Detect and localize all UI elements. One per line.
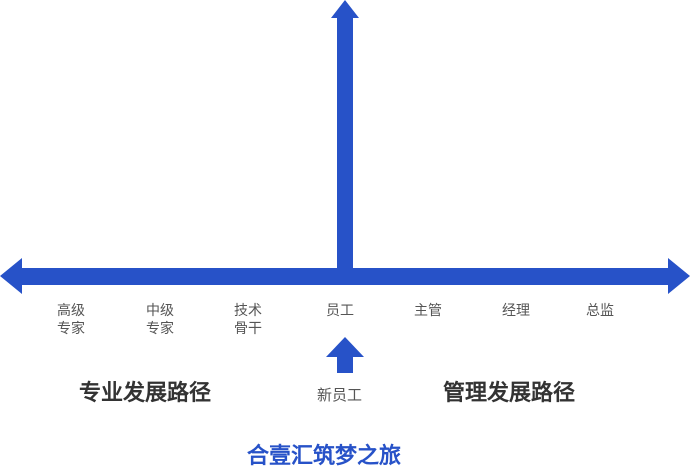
horizontal-axis-arrow: [0, 258, 690, 294]
axis-label-tech-backbone: 技术 骨干: [234, 303, 262, 337]
journey-title: 合壹汇筑梦之旅: [247, 444, 402, 469]
management-path-title: 管理发展路径: [443, 381, 576, 406]
axis-label-employee: 员工: [326, 303, 354, 319]
new-employee-label: 新员工: [317, 386, 363, 404]
axis-label-mid-expert: 中级 专家: [146, 303, 174, 337]
axis-label-supervisor: 主管: [414, 303, 442, 319]
axis-label-senior-expert: 高级 专家: [57, 303, 85, 337]
new-employee-up-arrow: [326, 337, 364, 373]
vertical-axis-arrow: [331, 0, 359, 268]
professional-path-title: 专业发展路径: [79, 381, 212, 406]
axis-label-director: 总监: [586, 303, 614, 319]
axis-label-manager: 经理: [502, 303, 530, 319]
